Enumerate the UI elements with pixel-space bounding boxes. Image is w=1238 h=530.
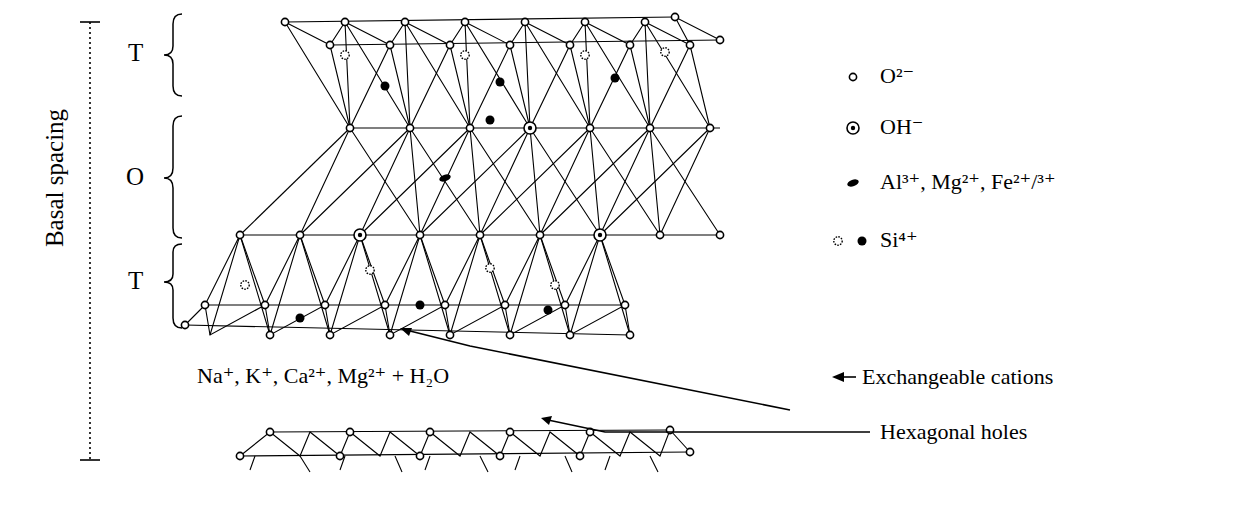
silicon-atoms [241,48,669,323]
sheet-label: T [128,266,143,296]
oxygen-atoms [181,13,723,459]
basal-spacing-bar [80,22,100,460]
sheet-label: O [126,162,144,192]
legend-text: O²⁻ [880,63,914,89]
hydroxyl-groups [354,122,606,241]
octahedral-cations [438,173,451,183]
callout-label: Exchangeable cations [862,364,1053,390]
legend-text: OH⁻ [880,114,923,140]
sheet-label: T [128,38,143,68]
tetrahedral-sheet [185,235,630,335]
legend-symbols [834,73,867,245]
arrowhead [400,328,844,425]
lower-sheet [240,430,690,472]
octahedral-sheet [240,128,720,235]
tetrahedral-sheet [285,17,720,128]
leader-line [406,330,870,432]
axis-label: Basal spacing [40,109,70,247]
legend-text: Al³⁺, Mg²⁺, Fe²⁺/³⁺ [880,169,1056,195]
interlayer-label: Na⁺, K⁺, Ca²⁺, Mg²⁺ + H₂O [195,363,451,389]
sheet-brace [164,14,182,328]
callout-label: Hexagonal holes [880,419,1027,445]
legend-text: Si⁴⁺ [880,227,918,253]
